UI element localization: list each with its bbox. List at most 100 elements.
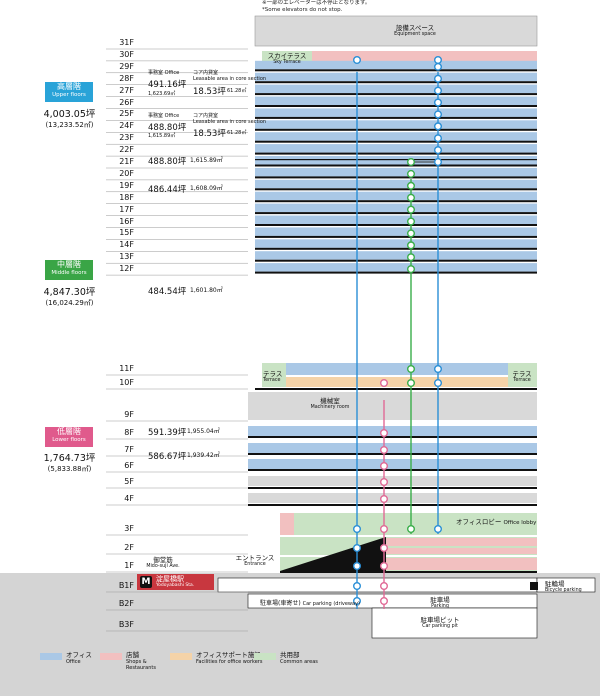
floor-label-b3f: B3F (118, 620, 134, 629)
mido-suji-en: Mido-suji Ave. (146, 564, 180, 569)
legend-support-jp: オフィスサポート施設 (196, 651, 261, 659)
elevator-shaft-3-stop-13F (407, 253, 416, 262)
office-lobby-jp: オフィスロビー (456, 518, 502, 526)
slab-17 (255, 212, 537, 215)
elevator-shaft-1-stop-B2F (353, 597, 362, 606)
station-en: Yodoyabashi Sta. (156, 583, 195, 588)
office-lobby-label: オフィスロビー Office lobby (456, 518, 536, 527)
elevator-shaft-4-stop-3F (380, 525, 389, 534)
shop-2f-a (386, 538, 537, 546)
elevator-shaft-4-stop-8F (380, 429, 389, 438)
elevator-shaft-4-stop-B1F (380, 582, 389, 591)
office-floor-15 (255, 227, 537, 236)
f29-office-tsubo: 491.16坪 (148, 80, 187, 90)
bicycle-icon-block (530, 582, 538, 590)
legend-swatch-shop (100, 653, 122, 660)
shop-1f (386, 558, 537, 570)
floor-label-30f: 30F (119, 49, 134, 59)
driveway-jp: 駐車場(車寄せ) (260, 600, 301, 607)
elevator-shaft-2-stop-3F (434, 525, 443, 534)
legend-shop-jp: 店舗 (126, 651, 139, 659)
slab-7F (248, 453, 537, 455)
bicycle-jp: 駐輪場 (545, 580, 565, 588)
note-jp: ※一部のエレベーターは不停止となります。 (262, 0, 371, 6)
elevator-shaft-3-stop-16F (407, 217, 416, 226)
slab-21-extra (255, 159, 537, 161)
zone-lower-jp: 低層階 (57, 427, 81, 436)
floor-label-20f: 20F (119, 168, 134, 178)
f29-core-label: コア内貸室 (193, 70, 219, 76)
f7-sqm: 1,939.42㎡ (187, 452, 220, 459)
office-floor-20 (255, 167, 537, 177)
f29-office-sqm: 1,623.69㎡ (148, 91, 176, 97)
driveway-label: 駐車場(車寄せ) Car parking (driveway) (260, 600, 360, 608)
elevator-shaft-2-stop-10F (434, 379, 443, 388)
floor-label-1f: 1F (124, 561, 134, 570)
elevator-shaft-1-stop-B1F (353, 582, 362, 591)
slab-8F (248, 436, 537, 438)
office-floor-18 (255, 191, 537, 201)
elevator-shaft-3-stop-19F (407, 181, 416, 190)
office-floor-29 (255, 60, 537, 70)
elevator-shaft-3-stop-15F (407, 229, 416, 238)
slab-5 (248, 487, 537, 489)
support-floor-10 (286, 377, 508, 387)
equipment-jp: 設備スペース (395, 24, 435, 32)
slab-14 (255, 247, 537, 250)
entrance-en: Entrance (244, 562, 266, 567)
elevator-shaft-2-stop-30F (434, 56, 443, 65)
terrace-left-en: Terrace (263, 378, 281, 383)
office-floor-28 (255, 72, 537, 82)
office-floor-7F (248, 443, 537, 453)
slab-29 (255, 69, 537, 72)
sky-terrace-jp: スカイテラス (267, 52, 307, 60)
floor-label-8f: 8F (124, 428, 134, 437)
f27-office-label: 事務室 Office (148, 113, 180, 119)
elevator-shaft-3-stop-21F (407, 157, 416, 166)
floor-label-13f: 13F (119, 252, 134, 262)
terrace-right (508, 363, 537, 387)
elevator-shaft-2-stop-21F (434, 157, 443, 166)
office-lobby-en: Office lobby (503, 520, 537, 526)
shop-2f-b (386, 548, 537, 554)
floor-label-31f: 31F (119, 38, 134, 47)
office-floor-27 (255, 84, 537, 94)
parking-en: Parking (431, 604, 449, 609)
floor-label-29f: 29F (119, 61, 134, 71)
elevator-shaft-4-stop-B2F (380, 597, 389, 606)
f27-office-sqm: 1,615.89㎡ (148, 133, 176, 139)
elevator-shaft-4-stop-7F (380, 446, 389, 455)
office-floor-6F (248, 459, 537, 469)
slab-12 (255, 271, 537, 274)
elevator-shaft-2-stop-25F (434, 110, 443, 119)
floor-label-5f: 5F (124, 477, 134, 486)
zone-middle-jp: 中層階 (57, 260, 81, 269)
slab-28 (255, 81, 537, 84)
slab-21 (255, 164, 537, 167)
terrace-left-jp: テラス (263, 370, 283, 378)
office-floor-24 (255, 120, 537, 129)
office-floor-17 (255, 203, 537, 213)
zone-lower-sqm: (5,833.88㎡) (47, 465, 92, 473)
slab-10 (255, 388, 537, 390)
slab-13 (255, 259, 537, 262)
f24-tsubo: 488.80坪 (148, 157, 187, 167)
elevator-shaft-2-stop-27F (434, 86, 443, 95)
legend-common-jp: 共用部 (280, 651, 300, 659)
floor-label-10f: 10F (119, 378, 134, 387)
sky-terrace-en: Sky Terrace (273, 60, 301, 65)
slab-6F (248, 469, 537, 471)
f27-core-label: コア内貸室 (193, 113, 219, 119)
